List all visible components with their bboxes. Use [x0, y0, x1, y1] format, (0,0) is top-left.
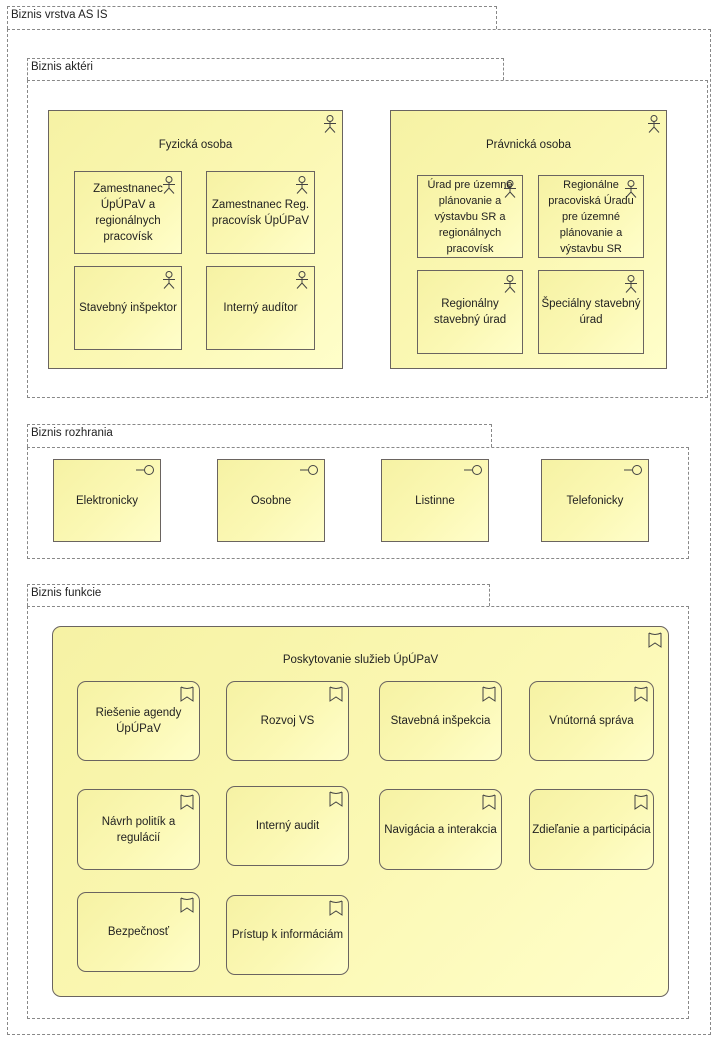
interfaces-group-tab: Biznis rozhrania: [27, 424, 492, 447]
actor-icon: [624, 180, 638, 198]
actor-urad-upupav[interactable]: Úrad pre územné plánovanie a výstavbu SR…: [417, 175, 523, 258]
function-rozvoj-vs-label: Rozvoj VS: [260, 715, 315, 727]
interface-icon: [299, 464, 319, 476]
function-poskytovanie-sluzieb-label: Poskytovanie služieb ÚpÚPaV: [282, 654, 439, 666]
function-icon: [180, 897, 194, 913]
interface-telefonicky[interactable]: Telefonicky: [541, 459, 649, 542]
function-zdielanie-participacia-label: Zdieľanie a participácia: [532, 823, 651, 836]
function-icon: [329, 791, 343, 807]
function-pristup-k-informaciam[interactable]: Prístup k informáciám: [226, 895, 349, 975]
actor-icon: [162, 271, 176, 289]
function-bezpecnost[interactable]: Bezpečnosť: [77, 892, 200, 972]
function-rozvoj-vs[interactable]: Rozvoj VS: [226, 681, 349, 761]
function-icon: [648, 632, 662, 648]
actors-group-label: Biznis aktéri: [31, 61, 93, 73]
interface-icon: [463, 464, 483, 476]
function-stavebna-inspekcia[interactable]: Stavebná inšpekcia: [379, 681, 502, 761]
function-icon: [634, 794, 648, 810]
actors-group[interactable]: [27, 80, 708, 398]
interface-listinne[interactable]: Listinne: [381, 459, 489, 542]
function-icon: [634, 686, 648, 702]
function-interny-audit[interactable]: Interný audit: [226, 786, 349, 866]
function-zdielanie-participacia[interactable]: Zdieľanie a participácia: [529, 789, 654, 870]
actor-icon: [162, 176, 176, 194]
function-pristup-k-informaciam-label: Prístup k informáciám: [231, 929, 344, 941]
actor-regionalne-pracoviska[interactable]: Regionálne pracoviská Úradu pre územné p…: [538, 175, 644, 258]
actor-icon: [295, 176, 309, 194]
outer-group[interactable]: [7, 29, 711, 1035]
actor-icon: [503, 275, 517, 293]
interface-osobne[interactable]: Osobne: [217, 459, 325, 542]
functions-group[interactable]: [27, 606, 689, 1019]
actor-icon: [295, 271, 309, 289]
actor-zamestnanec-reg[interactable]: Zamestnanec Reg. pracovísk ÚpÚPaV: [206, 171, 315, 254]
outer-group-tab: Biznis vrstva AS IS: [7, 6, 497, 29]
function-navrh-politik-label: Návrh politík a regulácií: [101, 815, 176, 844]
function-stavebna-inspekcia-label: Stavebná inšpekcia: [390, 715, 491, 727]
function-navigacia-interakcia-label: Navigácia a interakcia: [384, 823, 497, 836]
interface-listinne-label: Listinne: [415, 494, 455, 507]
actor-stavebny-inspektor-label: Stavebný inšpektor: [79, 302, 177, 314]
interface-elektronicky-label: Elektronicky: [76, 494, 138, 507]
function-riesenie-agendy-label: Riešenie agendy ÚpÚPaV: [95, 707, 182, 735]
function-icon: [329, 900, 343, 916]
interface-elektronicky[interactable]: Elektronicky: [53, 459, 161, 542]
interface-icon: [135, 464, 155, 476]
function-bezpecnost-label: Bezpečnosť: [107, 926, 170, 938]
function-interny-audit-label: Interný audit: [255, 820, 320, 832]
actor-regionalne-pracoviska-label: Regionálne pracoviská Úradu pre územné p…: [548, 178, 634, 255]
function-icon: [180, 794, 194, 810]
function-vnutorna-sprava[interactable]: Vnútorná správa: [529, 681, 654, 761]
functions-group-tab: Biznis funkcie: [27, 584, 490, 606]
interface-osobne-label: Osobne: [250, 494, 292, 507]
actor-zamestnanec-upupav[interactable]: Zamestnanec ÚpÚPaV a regionálnych pracov…: [74, 171, 182, 254]
actor-stavebny-inspektor[interactable]: Stavebný inšpektor: [74, 266, 182, 350]
interfaces-group[interactable]: [27, 447, 689, 559]
actor-interny-auditor-label: Interný audítor: [223, 302, 298, 314]
actor-fyzicka-osoba-label: Fyzická osoba: [158, 139, 233, 151]
function-riesenie-agendy[interactable]: Riešenie agendy ÚpÚPaV: [77, 681, 200, 761]
interface-telefonicky-label: Telefonicky: [566, 494, 624, 507]
actor-icon: [503, 180, 517, 198]
actors-group-tab: Biznis aktéri: [27, 58, 504, 80]
actor-zamestnanec-upupav-label: Zamestnanec ÚpÚPaV a regionálnych pracov…: [93, 182, 163, 243]
function-icon: [329, 686, 343, 702]
actor-icon: [624, 275, 638, 293]
actor-specialny-stavebny-urad-label: Špeciálny stavebný úrad: [541, 298, 641, 326]
function-navrh-politik[interactable]: Návrh politík a regulácií: [77, 789, 200, 870]
outer-group-label: Biznis vrstva AS IS: [11, 9, 108, 21]
function-icon: [482, 794, 496, 810]
actor-regionalny-stavebny-urad-label: Regionálny stavebný úrad: [433, 298, 507, 326]
actor-pravnicka-osoba-label: Právnická osoba: [485, 139, 572, 151]
function-icon: [482, 686, 496, 702]
function-navigacia-interakcia[interactable]: Navigácia a interakcia: [379, 789, 502, 870]
function-vnutorna-sprava-label: Vnútorná správa: [549, 715, 634, 727]
actor-interny-auditor[interactable]: Interný audítor: [206, 266, 315, 350]
interface-icon: [623, 464, 643, 476]
function-icon: [180, 686, 194, 702]
actor-urad-upupav-label: Úrad pre územné plánovanie a výstavbu SR…: [427, 178, 513, 255]
actor-icon: [647, 115, 661, 133]
actor-regionalny-stavebny-urad[interactable]: Regionálny stavebný úrad: [417, 270, 523, 354]
actor-specialny-stavebny-urad[interactable]: Špeciálny stavebný úrad: [538, 270, 644, 354]
actor-zamestnanec-reg-label: Zamestnanec Reg. pracovísk ÚpÚPaV: [211, 198, 310, 227]
interfaces-group-label: Biznis rozhrania: [31, 427, 113, 439]
functions-group-label: Biznis funkcie: [31, 587, 102, 599]
actor-icon: [323, 115, 337, 133]
